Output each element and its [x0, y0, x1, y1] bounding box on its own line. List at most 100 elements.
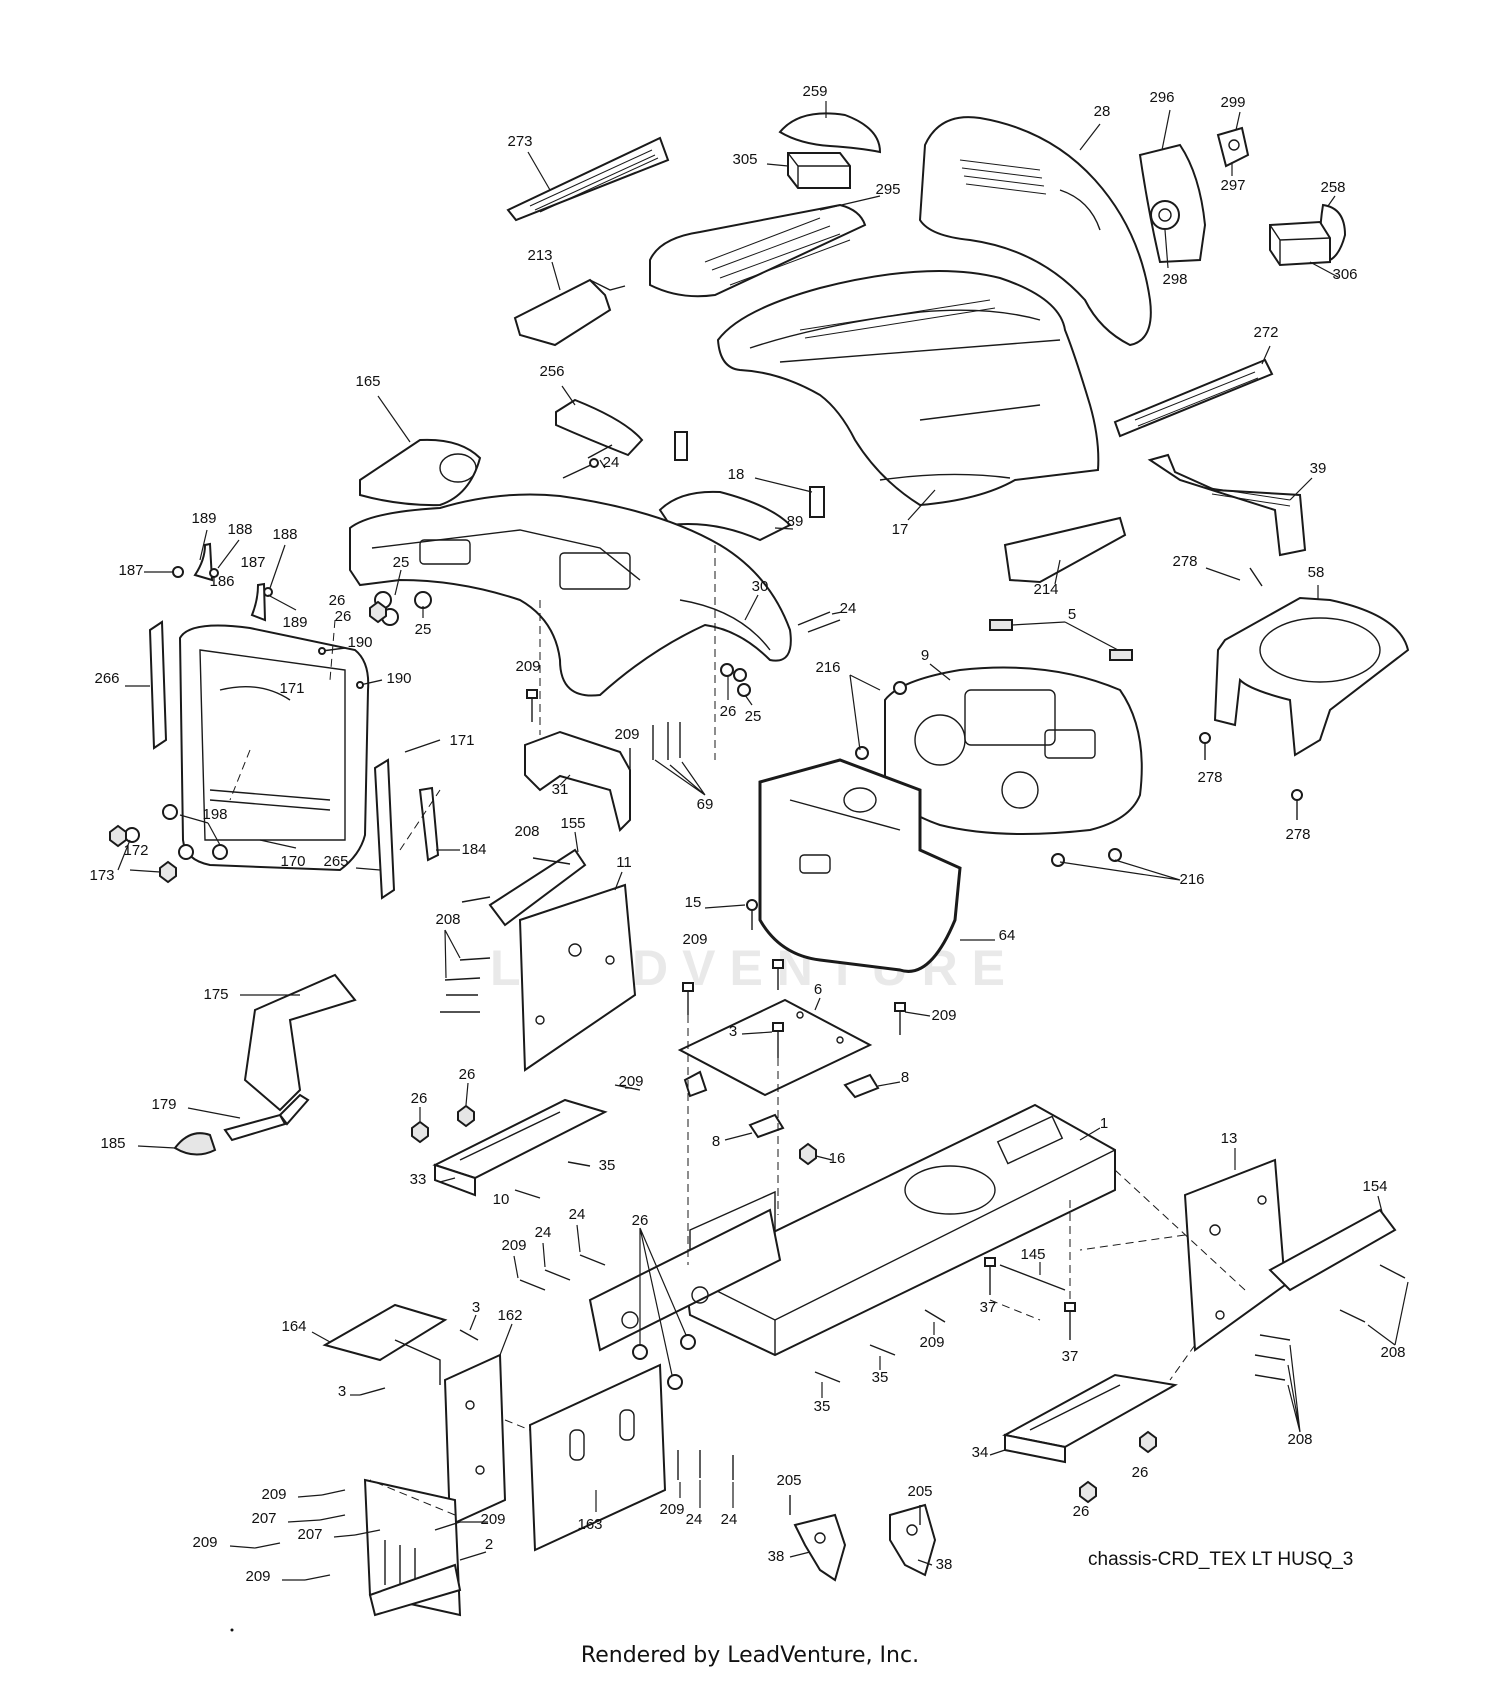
callout-163: 163: [577, 1516, 602, 1533]
callout-205: 205: [907, 1483, 932, 1500]
part-162-side-panel: [443, 1323, 513, 1527]
callout-185: 185: [100, 1135, 125, 1152]
callout-13: 13: [1221, 1130, 1238, 1147]
part-305-block: [766, 152, 851, 189]
part-259-cover: [778, 101, 882, 154]
callout-6: 6: [814, 981, 822, 998]
part-306-block: [1269, 220, 1339, 278]
part-265-trim: [355, 758, 396, 900]
callout-10: 10: [493, 1191, 510, 1208]
part-184-clip: [418, 786, 460, 862]
callout-26: 26: [335, 608, 352, 625]
part-5-clips: [989, 619, 1133, 661]
callout-25: 25: [393, 554, 410, 571]
callout-24: 24: [569, 1206, 586, 1223]
part-170-dash-panel: [178, 624, 370, 872]
callout-186: 186: [209, 573, 234, 590]
part-172-173-198-hardware: [109, 804, 228, 884]
callout-33: 33: [410, 1171, 427, 1188]
callout-214: 214: [1033, 581, 1058, 598]
part-207-209-front-bolts: [229, 1489, 488, 1581]
callout-189: 189: [191, 510, 216, 527]
callout-256: 256: [539, 363, 564, 380]
part-26-nuts-left: [411, 1082, 475, 1144]
callout-305: 305: [732, 151, 757, 168]
callout-208: 208: [435, 911, 460, 928]
part-213-bracket: [513, 261, 626, 347]
callout-209: 209: [515, 658, 540, 675]
part-64-heat-shield: [758, 758, 995, 973]
callout-37: 37: [1062, 1348, 1079, 1365]
callout-208: 208: [514, 823, 539, 840]
callout-209: 209: [659, 1501, 684, 1518]
part-8-clips: [683, 1070, 901, 1141]
part-185-pedal: [137, 1132, 217, 1156]
callout-26: 26: [720, 703, 737, 720]
callout-26: 26: [411, 1090, 428, 1107]
part-34-footrest: [989, 1373, 1178, 1464]
callout-145: 145: [1020, 1246, 1045, 1263]
callout-3: 3: [338, 1383, 346, 1400]
part-33-footrest: [432, 1098, 608, 1197]
callout-38: 38: [936, 1556, 953, 1573]
callout-187: 187: [118, 562, 143, 579]
callout-37: 37: [980, 1299, 997, 1316]
part-30-fender: [349, 493, 792, 697]
part-278-screws: [1199, 567, 1303, 820]
callout-207: 207: [297, 1526, 322, 1543]
part-69-209-bolts: [526, 689, 706, 796]
callout-26: 26: [329, 592, 346, 609]
callout-25: 25: [745, 708, 762, 725]
callout-69: 69: [697, 796, 714, 813]
part-296-lens: [1138, 109, 1207, 264]
part-179-lever: [187, 1093, 310, 1142]
callout-208: 208: [1380, 1344, 1405, 1361]
callout-164: 164: [281, 1318, 306, 1335]
callout-272: 272: [1253, 324, 1278, 341]
part-9-console: [884, 663, 1143, 835]
part-205-screws: [789, 1495, 921, 1525]
part-190-171-screws: [318, 647, 441, 753]
callout-64: 64: [999, 927, 1016, 944]
part-299-housing: [1216, 111, 1250, 176]
stray-dot: [230, 1628, 234, 1632]
callout-209: 209: [682, 931, 707, 948]
part-24-209-frame-bolts: [513, 1224, 606, 1291]
part-24-209-bottom-bolts: [677, 1450, 734, 1508]
callout-24: 24: [840, 600, 857, 617]
footer-credit: Rendered by LeadVenture, Inc.: [580, 1643, 920, 1668]
callout-209: 209: [192, 1534, 217, 1551]
callout-34: 34: [972, 1444, 989, 1461]
part-273-vent-strip: [506, 136, 670, 222]
callout-273: 273: [507, 133, 532, 150]
callout-188: 188: [227, 521, 252, 538]
callout-278: 278: [1285, 826, 1310, 843]
callout-209: 209: [931, 1007, 956, 1024]
callout-208: 208: [1287, 1431, 1312, 1448]
part-25-26-washers: [369, 569, 753, 706]
callout-89: 89: [787, 513, 804, 530]
callout-170: 170: [280, 853, 305, 870]
part-15-bolt: [704, 899, 758, 930]
callout-213: 213: [527, 247, 552, 264]
callout-155: 155: [560, 815, 585, 832]
part-58-bracket: [1213, 585, 1410, 757]
part-11-side-plate: [518, 871, 637, 1072]
callout-35: 35: [872, 1369, 889, 1386]
part-38-brackets: [789, 1503, 937, 1582]
part-145-rod: [999, 1262, 1066, 1291]
callout-58: 58: [1308, 564, 1325, 581]
part-256-cover: [555, 385, 644, 457]
callout-24: 24: [535, 1224, 552, 1241]
callout-24: 24: [721, 1511, 738, 1528]
part-18-pads: [674, 431, 825, 518]
callout-35: 35: [814, 1398, 831, 1415]
part-2-front-plate: [363, 1478, 487, 1617]
callout-179: 179: [151, 1096, 176, 1113]
callout-24: 24: [603, 454, 620, 471]
part-298-disc: [1150, 200, 1180, 269]
callout-209: 209: [261, 1486, 286, 1503]
callout-209: 209: [618, 1073, 643, 1090]
part-89-cover: [658, 490, 794, 542]
callout-205: 205: [776, 1472, 801, 1489]
